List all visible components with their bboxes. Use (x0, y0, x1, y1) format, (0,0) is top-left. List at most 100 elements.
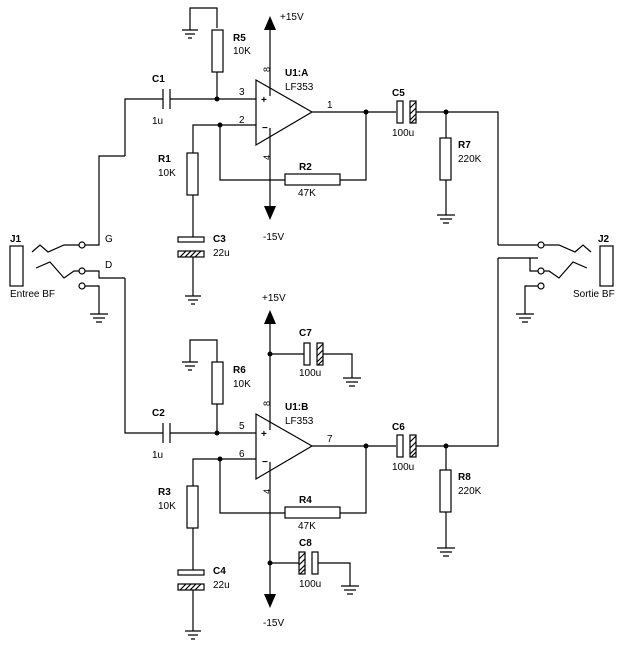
opamp-u1a (255, 78, 314, 147)
ground-symbol (341, 585, 359, 595)
u1a-pin-vpos: 8 (262, 67, 272, 72)
u1b-pin-out: 7 (327, 434, 333, 445)
r5-value: 10K (233, 46, 251, 57)
supply-pos-bottom: +15V (262, 293, 286, 304)
junction-dot (214, 430, 220, 436)
junction-dot (363, 443, 369, 449)
r2-value: 47K (298, 188, 316, 199)
c1-ref: C1 (152, 74, 165, 85)
j1-pin-d: D (105, 260, 112, 271)
r1-value: 10K (158, 168, 176, 179)
junction-dot (363, 109, 369, 115)
capacitor-c4 (177, 569, 205, 576)
u1a-pin-out: 1 (327, 100, 333, 111)
resistor-r8 (439, 469, 452, 513)
supply-neg-bottom: -15V (263, 618, 284, 629)
r6-ref: R6 (233, 365, 246, 376)
u1a-pin-vneg: 4 (262, 155, 272, 160)
u1b-pin-vpos: 8 (262, 401, 272, 406)
c8-ref: C8 (299, 538, 312, 549)
junction-dot (214, 96, 220, 102)
u1a-value: LF353 (285, 82, 314, 93)
c5-value: 100u (392, 128, 414, 139)
supply-pos-top: +15V (280, 12, 304, 23)
resistor-r2 (284, 173, 341, 186)
ground-symbol (182, 361, 198, 371)
c8-value: 100u (299, 579, 321, 590)
r4-value: 47K (298, 521, 316, 532)
u1b-pin-minus: 6 (239, 449, 245, 460)
opamp-minus-sign: − (262, 123, 268, 134)
c7-ref: C7 (299, 328, 312, 339)
c6-value: 100u (392, 462, 414, 473)
capacitor-c6 (396, 434, 404, 458)
ground-symbol (90, 313, 108, 323)
resistor-r1 (186, 152, 199, 196)
r7-value: 220K (458, 154, 482, 165)
ground-symbol (182, 29, 198, 39)
channel-top: R5 10K C1 1u + − 3 2 1 8 4 U1:A LF353 +1… (124, 7, 499, 305)
c6-ref: C6 (392, 422, 405, 433)
j1-ref: J1 (10, 234, 22, 245)
c2-ref: C2 (152, 408, 165, 419)
u1b-value: LF353 (285, 416, 314, 427)
opamp-plus-sign: + (261, 95, 267, 106)
c4-ref: C4 (213, 566, 226, 577)
ground-symbol (185, 630, 201, 640)
capacitor-c8 (298, 551, 306, 575)
c5-ref: C5 (392, 88, 405, 99)
u1b-ref: U1:B (285, 402, 308, 413)
j2-label: Sortie BF (573, 289, 615, 300)
r4-ref: R4 (299, 495, 312, 506)
output-jack-j2: J2 Sortie BF (498, 234, 615, 323)
c3-value: 22u (213, 248, 230, 259)
capacitor-c7 (303, 342, 311, 366)
ground-symbol (437, 214, 455, 224)
capacitor-c3 (177, 236, 205, 243)
c2-value: 1u (152, 450, 163, 461)
u1b-pin-plus: 5 (239, 421, 245, 432)
capacitor-c2 (162, 423, 171, 443)
r6-value: 10K (233, 379, 251, 390)
r1-ref: R1 (158, 154, 171, 165)
supply-neg-top: -15V (263, 232, 284, 243)
ground-symbol (343, 377, 361, 387)
supply-arrow-up (264, 16, 276, 30)
c4-value: 22u (213, 580, 230, 591)
r3-value: 10K (158, 501, 176, 512)
r2-ref: R2 (299, 162, 312, 173)
u1a-pin-plus: 3 (239, 87, 245, 98)
supply-arrow-up (264, 310, 276, 324)
u1a-pin-minus: 2 (239, 115, 245, 126)
capacitor-c5 (396, 100, 404, 124)
input-jack-j1: J1 Entree BF G D (9, 155, 125, 323)
j2-ref: J2 (598, 234, 610, 245)
r8-value: 220K (458, 486, 482, 497)
opamp-minus-sign: − (262, 457, 268, 468)
j1-pin-g: G (105, 234, 113, 245)
ground-symbol (516, 313, 534, 323)
c7-value: 100u (299, 368, 321, 379)
r3-ref: R3 (158, 487, 171, 498)
c3-ref: C3 (213, 234, 226, 245)
r5-ref: R5 (233, 33, 246, 44)
u1b-pin-vneg: 4 (262, 489, 272, 494)
resistor-r5 (211, 29, 224, 73)
opamp-plus-sign: + (261, 429, 267, 440)
opamp-u1b (255, 412, 314, 481)
resistor-r7 (439, 137, 452, 181)
r8-ref: R8 (458, 472, 471, 483)
capacitor-c1 (162, 89, 171, 109)
j1-label: Entree BF (10, 289, 55, 300)
supply-arrow-down (264, 594, 276, 608)
ground-symbol (437, 547, 455, 557)
channel-bottom: R6 10K C2 1u + − 5 6 7 8 4 U1:B LF353 +1… (124, 258, 499, 640)
u1a-ref: U1:A (285, 68, 308, 79)
resistor-r3 (186, 485, 199, 529)
resistor-r4 (284, 506, 341, 519)
r7-ref: R7 (458, 140, 471, 151)
c1-value: 1u (152, 116, 163, 127)
supply-arrow-down (264, 206, 276, 220)
ground-symbol (185, 295, 201, 305)
